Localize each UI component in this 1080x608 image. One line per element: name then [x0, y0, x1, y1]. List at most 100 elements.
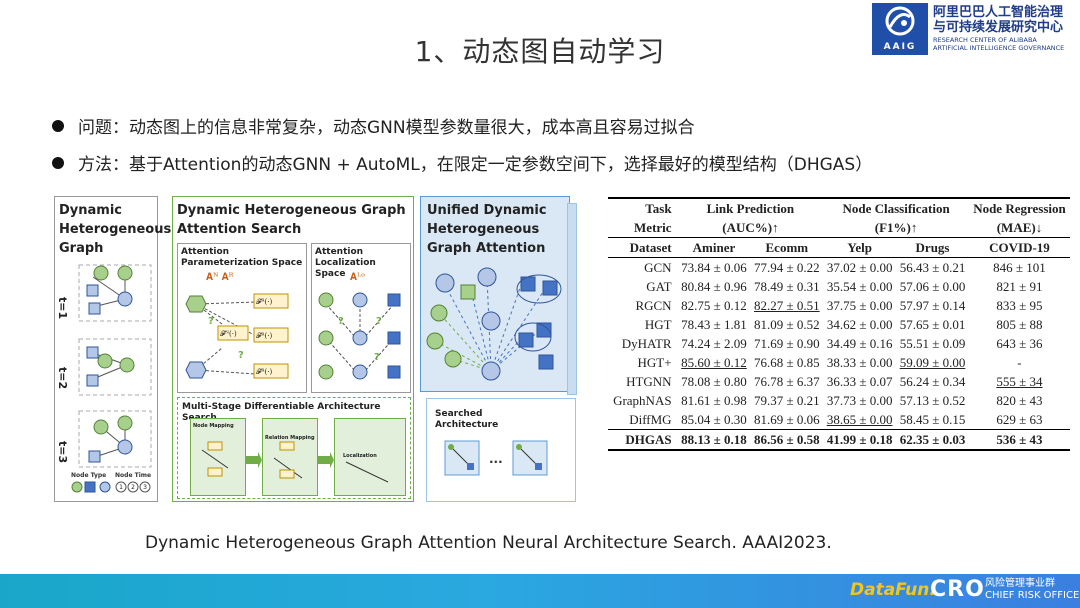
cell: 820 ± 43: [996, 393, 1043, 408]
cell: 37.73 ± 0.00: [826, 393, 893, 408]
footer-bar: DataFun. CRO 风险管理事业群 CHIEF RISK OFFICER: [0, 574, 1080, 608]
cell: 88.13 ± 0.18: [677, 429, 751, 451]
param-space-symbols: 𝐀ᴺ 𝐀ᴿ: [206, 272, 234, 283]
q-mark-3: ?: [338, 316, 344, 327]
header-task: Task: [608, 197, 678, 218]
cell: 643 ± 36: [996, 336, 1043, 351]
cell: 77.94 ± 0.22: [750, 257, 824, 277]
cell: 73.84 ± 0.06: [677, 257, 751, 277]
bullet-text: 方法：基于Attention的动态GNN + AutoML，在限定一定参数空间下…: [78, 155, 873, 175]
header-ecomm: Ecomm: [750, 237, 824, 258]
cro-cn: 风险管理事业群: [985, 578, 1055, 589]
aaig-emblem-icon: [885, 6, 915, 36]
bullet-method: 方法：基于Attention的动态GNN + AutoML，在限定一定参数空间下…: [52, 150, 872, 175]
fr-label-3: 𝓕ᴿ(·): [256, 368, 272, 376]
aaig-logo: AAIG 阿里巴巴人工智能治理 与可持续发展研究中心 RESEARCH CENT…: [872, 3, 1078, 55]
q-mark-2: ?: [238, 350, 244, 361]
cell: 81.61 ± 0.98: [681, 393, 747, 408]
cell: 82.27 ± 0.51: [754, 298, 820, 313]
cell: 85.04 ± 0.30: [681, 412, 747, 427]
aaig-text: AAIG: [883, 42, 917, 52]
header-aminer: Aminer: [677, 237, 751, 258]
cell: 79.37 ± 0.21: [754, 393, 820, 408]
results-table: Task Link Prediction Node Classification…: [608, 197, 1070, 451]
node-time-2: 2: [131, 484, 135, 491]
fr-label-1: 𝓕ᴿ(·): [256, 298, 272, 306]
header-dataset: Dataset: [608, 237, 678, 258]
param-space-box: Attention Parameterization Space 𝐀ᴺ 𝐀ᴿ 𝓕…: [177, 243, 307, 393]
row-name: GAT: [646, 279, 672, 294]
time-label-t2: t=2: [56, 367, 69, 389]
cell: 833 ± 95: [996, 298, 1043, 313]
logo-en-line2: ARTIFICIAL INTELLIGENCE GOVERNANCE: [933, 44, 1065, 52]
panel-unified-attention: Unified Dynamic Heterogeneous Graph Atte…: [420, 196, 577, 395]
loc-space-diagram: ? ? ?: [318, 292, 401, 380]
cell: 55.51 ± 0.09: [899, 336, 966, 351]
node-type-label: Node Type: [71, 472, 106, 479]
stage-arrows: [201, 441, 389, 483]
cell: 629 ± 63: [996, 412, 1043, 427]
cell: 78.08 ± 0.80: [681, 374, 747, 389]
cell: 846 ± 101: [968, 257, 1070, 277]
unified-attention-diagram: [426, 267, 562, 381]
header-auc: (AUC%)↑: [722, 220, 779, 235]
row-name: DyHATR: [621, 336, 672, 351]
cell: 34.62 ± 0.00: [826, 317, 893, 332]
cell: 58.45 ± 0.15: [899, 412, 966, 427]
cell: 805 ± 88: [996, 317, 1043, 332]
multistage-box: Multi-Stage Differentiable Architecture …: [177, 397, 411, 499]
bullet-text: 问题：动态图上的信息非常复杂，动态GNN模型参数量很大，成本高且容易过拟合: [78, 118, 695, 138]
cell: 71.69 ± 0.90: [754, 336, 820, 351]
bullet-problem: 问题：动态图上的信息非常复杂，动态GNN模型参数量很大，成本高且容易过拟合: [52, 113, 695, 138]
cell: 36.33 ± 0.07: [826, 374, 893, 389]
row-name: RGCN: [635, 298, 672, 313]
header-f1: (F1%)↑: [874, 220, 918, 235]
row-name: GraphNAS: [613, 393, 672, 408]
logo-en: RESEARCH CENTER OF ALIBABA ARTIFICIAL IN…: [933, 36, 1064, 52]
row-name: HTGNN: [626, 374, 672, 389]
logo-cn: 阿里巴巴人工智能治理 与可持续发展研究中心: [933, 5, 1063, 35]
header-drugs: Drugs: [896, 237, 969, 258]
q-mark-4: ?: [376, 316, 382, 327]
q-mark-5: ?: [374, 352, 380, 363]
stage-localization: Localization: [334, 418, 406, 496]
cell: 78.43 ± 1.81: [681, 317, 747, 332]
cell: 57.13 ± 0.52: [899, 393, 966, 408]
searched-architecture-diagram: ...: [444, 440, 548, 476]
row-name: HGT: [644, 317, 672, 332]
node-time-3: 3: [143, 484, 147, 491]
cell: 59.09 ± 0.00: [899, 355, 966, 370]
table-row: HTGNN 78.08 ± 0.80 76.78 ± 6.37 36.33 ± 0.0…: [608, 372, 1070, 391]
cell: 35.54 ± 0.00: [826, 279, 893, 294]
bullet-dot-icon: [52, 157, 64, 169]
table-header-metric: Metric (AUC%)↑ (F1%)↑ (MAE)↓: [608, 218, 1070, 238]
cell: 34.49 ± 0.16: [826, 336, 893, 351]
table-row: GraphNAS 81.61 ± 0.98 79.37 ± 0.21 37.73 ± …: [608, 391, 1070, 410]
loc-space-symbol: 𝐀ᴸᵒ: [350, 272, 366, 283]
cell: 536 ± 43: [968, 429, 1070, 451]
table-header-dataset: Dataset Aminer Ecomm Yelp Drugs COVID-19: [608, 237, 1070, 258]
logo-en-line1: RESEARCH CENTER OF ALIBABA: [933, 36, 1037, 44]
bullet-dot-icon: [52, 120, 64, 132]
cell: 82.75 ± 0.12: [681, 298, 747, 313]
cell: 56.24 ± 0.34: [899, 374, 966, 389]
row-name: DiffMG: [629, 412, 672, 427]
cell: 76.78 ± 6.37: [754, 374, 820, 389]
node-time-1: 1: [119, 484, 123, 491]
cro-text: 风险管理事业群 CHIEF RISK OFFICER: [985, 578, 1080, 602]
cell: 37.02 ± 0.00: [823, 257, 897, 277]
header-node-regression: Node Regression: [968, 197, 1070, 218]
node-mapping-label: Node Mapping: [193, 423, 234, 429]
node-time-label: Node Time: [115, 472, 151, 479]
panel-attention-search: Dynamic Heterogeneous Graph Attention Se…: [172, 196, 414, 502]
datafun-logo: DataFun.: [850, 580, 936, 600]
panel-dynamic-heterogeneous-graph: Dynamic Heterogeneous Graph t=1 t=2 t=3 …: [54, 196, 171, 502]
header-link-prediction: Link Prediction: [677, 197, 824, 218]
param-space-title: Attention Parameterization Space: [181, 247, 303, 268]
